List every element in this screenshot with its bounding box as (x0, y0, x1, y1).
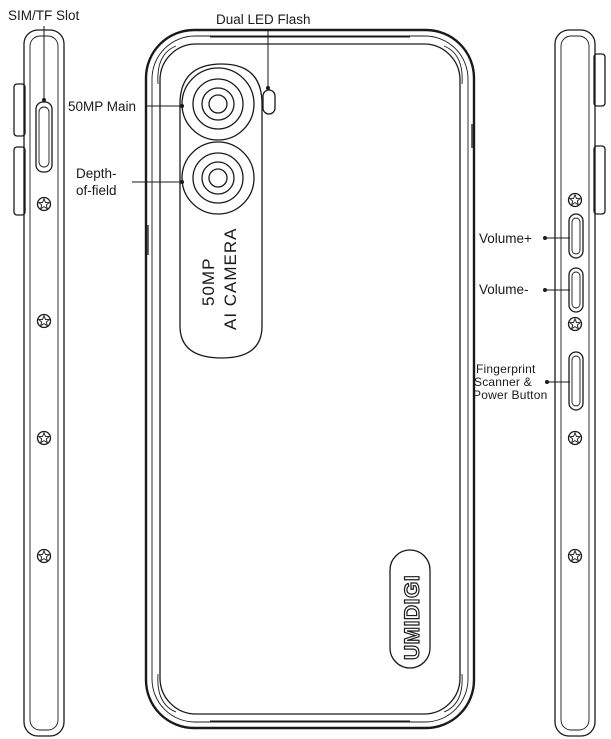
screw-icon (36, 548, 52, 564)
screw-icon (36, 430, 52, 446)
fingerprint-label-line1: Fingerprint (476, 362, 536, 376)
camera-text-line1: 50MP (199, 258, 218, 306)
power-button (568, 351, 584, 411)
main-camera-lens (181, 67, 255, 141)
volume-down-label: Volume- (479, 282, 529, 297)
fingerprint-label-line2: Scanner & (474, 375, 532, 389)
screw-icon (36, 196, 52, 212)
left-side-view (13, 29, 65, 737)
sim-tray (35, 101, 53, 173)
screw-icon (567, 316, 583, 332)
depth-label-line2: of-field (76, 183, 117, 198)
brand-logo: UMIDIGI (389, 549, 431, 669)
screw-icon (567, 430, 583, 446)
screw-icon (36, 313, 52, 329)
camera-text-line2: AI CAMERA (221, 227, 240, 330)
phone-back-view: 50MP AI CAMERA UMIDIGI (144, 28, 476, 730)
right-side-view (554, 29, 606, 737)
volume-down-button (568, 267, 584, 313)
depth-camera-lens (181, 141, 255, 215)
main-camera-label: 50MP Main (68, 99, 136, 114)
volume-up-label: Volume+ (479, 231, 532, 246)
led-flash (262, 89, 276, 115)
screw-icon (567, 548, 583, 564)
fingerprint-label-line3: Power Button (473, 388, 547, 402)
volume-up-button (568, 213, 584, 259)
dual-led-flash-label: Dual LED Flash (216, 12, 311, 27)
svg-text:UMIDIGI: UMIDIGI (401, 575, 424, 660)
camera-module: 50MP AI CAMERA (179, 63, 276, 359)
sim-slot-label: SIM/TF Slot (8, 8, 80, 23)
screw-icon (567, 192, 583, 208)
depth-label-line1: Depth- (76, 166, 117, 181)
